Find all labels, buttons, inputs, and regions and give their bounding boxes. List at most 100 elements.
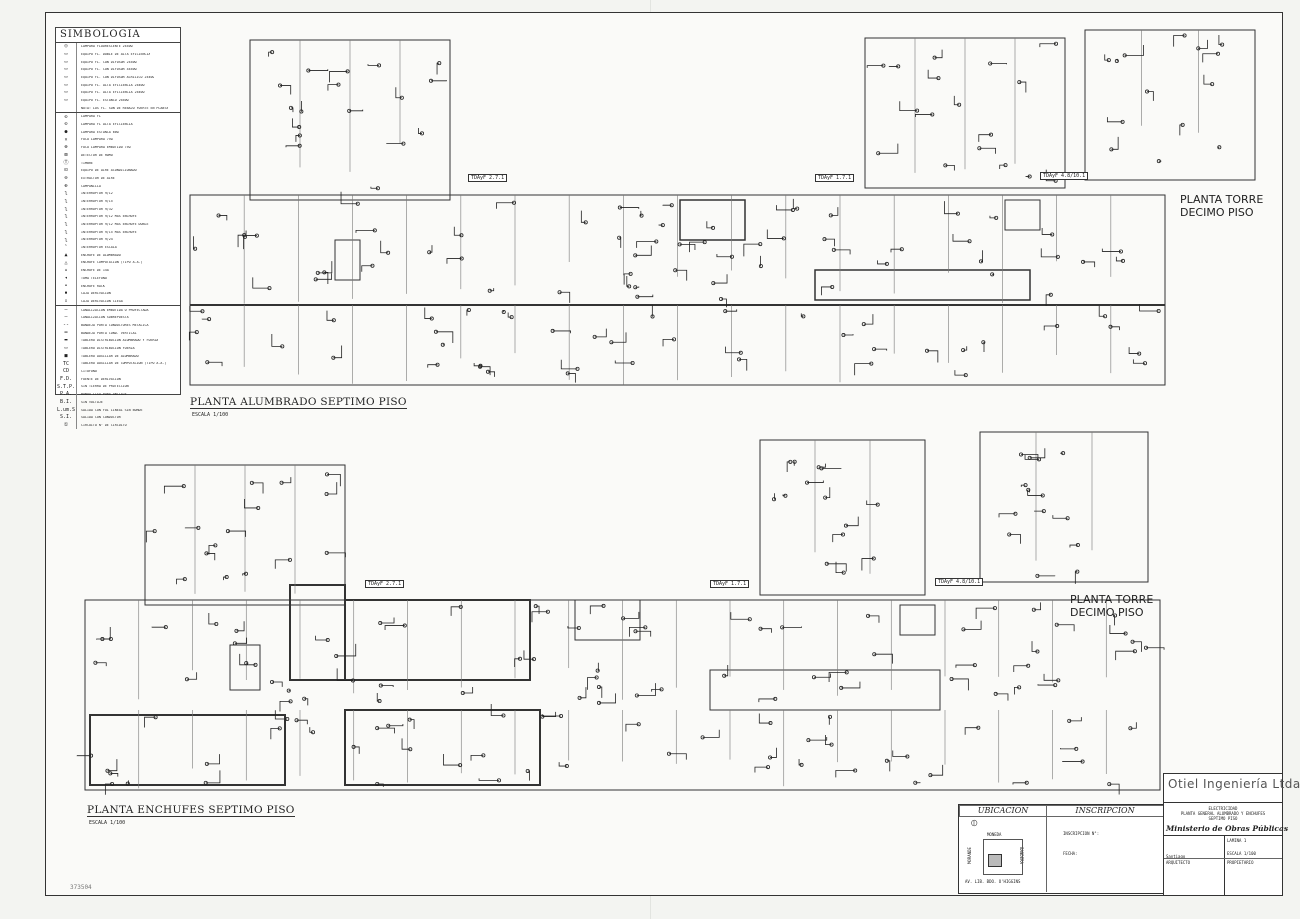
fixture-symbol-icon bbox=[992, 606, 997, 611]
fixture-symbol-icon bbox=[287, 557, 292, 562]
fixture-symbol-icon bbox=[550, 328, 555, 333]
fixture-symbol-icon bbox=[1210, 82, 1215, 87]
fixture-symbol-icon bbox=[279, 480, 284, 485]
fixture-symbol-icon bbox=[884, 261, 889, 266]
circuit-wire bbox=[206, 553, 216, 561]
fixture-symbol-icon bbox=[302, 696, 307, 701]
fixture-symbol-icon bbox=[594, 675, 599, 680]
circuit-wire bbox=[689, 241, 705, 253]
fixture-symbol-icon bbox=[829, 742, 834, 747]
fixture-symbol-icon bbox=[557, 290, 562, 295]
circuit-wire bbox=[443, 754, 461, 766]
fixture-symbol-icon bbox=[181, 484, 186, 489]
circuit-wire bbox=[598, 693, 616, 704]
legend-symbol-icon: ʅ bbox=[56, 228, 77, 237]
circuit-wire bbox=[995, 693, 1009, 701]
circuit-wire bbox=[623, 611, 640, 619]
circuit-wire bbox=[541, 714, 562, 717]
circuit-wire bbox=[640, 210, 642, 217]
circuit-wire bbox=[531, 611, 548, 623]
fixture-symbol-icon bbox=[875, 502, 880, 507]
fixture-symbol-icon bbox=[350, 678, 355, 683]
north-arrow-icon: ⦶ bbox=[971, 819, 978, 829]
legend-item: ▬TABLERO DISTRIBUCION ALUMBRADO Y FUERZA bbox=[56, 337, 180, 345]
fixture-symbol-icon bbox=[270, 50, 275, 55]
fixture-symbol-icon bbox=[925, 348, 930, 353]
legend-label: CANALIZACION EMBUTIDA O PROYECTADA bbox=[81, 308, 149, 312]
fixture-symbol-icon bbox=[1035, 649, 1040, 654]
circuit-wire bbox=[1104, 54, 1109, 61]
archive-stamp: 373504 bbox=[70, 884, 92, 891]
circuit-wire bbox=[1101, 248, 1121, 252]
panel-tag: TDAyF 4.8/10.1 bbox=[935, 578, 984, 586]
legend-item: ▪CAJA DERIVACION bbox=[56, 290, 180, 298]
fixture-symbol-icon bbox=[324, 492, 329, 497]
fixture-symbol-icon bbox=[967, 239, 972, 244]
circuit-wire bbox=[845, 516, 859, 527]
circuit-wire bbox=[370, 186, 378, 189]
fixture-symbol-icon bbox=[822, 237, 827, 242]
fixture-symbol-icon bbox=[575, 366, 580, 371]
fixture-symbol-icon bbox=[659, 687, 664, 692]
legend-label: EQUIPO FL. ALTA EFICIENCIA 2x40w bbox=[81, 83, 145, 87]
legend-item: ⊙LAMPARA FL bbox=[56, 112, 180, 121]
fixture-symbol-icon bbox=[994, 215, 999, 220]
circuit-wire bbox=[376, 692, 380, 702]
legend-symbol-icon: L.um.S bbox=[56, 406, 77, 414]
fixture-symbol-icon bbox=[254, 233, 259, 238]
fixture-symbol-icon bbox=[1143, 645, 1148, 650]
legend-item: ■TABLERO AUXILIAR DE ALUMBRADO bbox=[56, 352, 180, 361]
circuit-wire bbox=[930, 764, 944, 776]
fixture-symbol-icon bbox=[1113, 613, 1118, 618]
fixture-symbol-icon bbox=[564, 764, 569, 769]
circuit-wire bbox=[866, 65, 884, 68]
circuit-wire bbox=[127, 780, 129, 785]
fixture-symbol-icon bbox=[1050, 232, 1055, 237]
fixture-symbol-icon bbox=[988, 61, 993, 66]
fixture-symbol-icon bbox=[729, 254, 734, 259]
fixture-symbol-icon bbox=[669, 203, 674, 208]
legend-item: ⊖EXTRACTOR DE AIRE bbox=[56, 174, 180, 183]
circuit-wire bbox=[188, 331, 197, 341]
fixture-symbol-icon bbox=[214, 621, 219, 626]
circuit-wire bbox=[824, 238, 835, 247]
circuit-wire bbox=[1019, 81, 1027, 93]
circuit-wire bbox=[418, 128, 422, 134]
circuit-wire bbox=[989, 215, 997, 219]
circuit-wire bbox=[272, 681, 283, 687]
fixture-symbol-icon bbox=[583, 220, 588, 225]
legend-symbol-icon: CD bbox=[56, 367, 77, 376]
fixture-symbol-icon bbox=[243, 571, 248, 576]
fixture-symbol-icon bbox=[249, 480, 254, 485]
fixture-symbol-icon bbox=[460, 691, 465, 696]
circuit-wire bbox=[825, 734, 832, 746]
fixture-symbol-icon bbox=[288, 699, 293, 704]
legend-symbol-icon: ⊗ bbox=[56, 143, 77, 152]
legend-item: ⊙LAMPARA FL ALTA EFICIENCIA bbox=[56, 120, 180, 129]
legend-symbol-icon: △ bbox=[56, 259, 77, 267]
circuit-wire bbox=[430, 80, 447, 82]
fixture-symbol-icon bbox=[1075, 569, 1080, 574]
fixture-symbol-icon bbox=[297, 125, 302, 130]
circuit-wire bbox=[866, 500, 878, 506]
fixture-symbol-icon bbox=[633, 629, 638, 634]
fixture-symbol-icon bbox=[108, 771, 113, 776]
circuit-wire bbox=[236, 621, 245, 632]
circuit-wire bbox=[1043, 325, 1058, 331]
circuit-wire bbox=[598, 686, 603, 698]
fixture-symbol-icon bbox=[89, 753, 94, 758]
fixture-symbol-icon bbox=[294, 718, 299, 723]
circuit-wire bbox=[808, 736, 828, 741]
legend-label: FUENTE DE DERIVACION bbox=[81, 377, 121, 381]
fixture-symbol-icon bbox=[1026, 487, 1031, 492]
circuit-wire bbox=[724, 665, 729, 677]
circuit-wire bbox=[830, 207, 839, 216]
fixture-symbol-icon bbox=[213, 543, 218, 548]
legend-item: ▭EQUIPO FL. CON DIFUSOR 2x40w bbox=[56, 58, 180, 67]
circuit-wire bbox=[915, 114, 933, 118]
circuit-wire bbox=[496, 202, 515, 209]
fixture-symbol-icon bbox=[913, 780, 918, 785]
circuit-wire bbox=[274, 710, 288, 720]
